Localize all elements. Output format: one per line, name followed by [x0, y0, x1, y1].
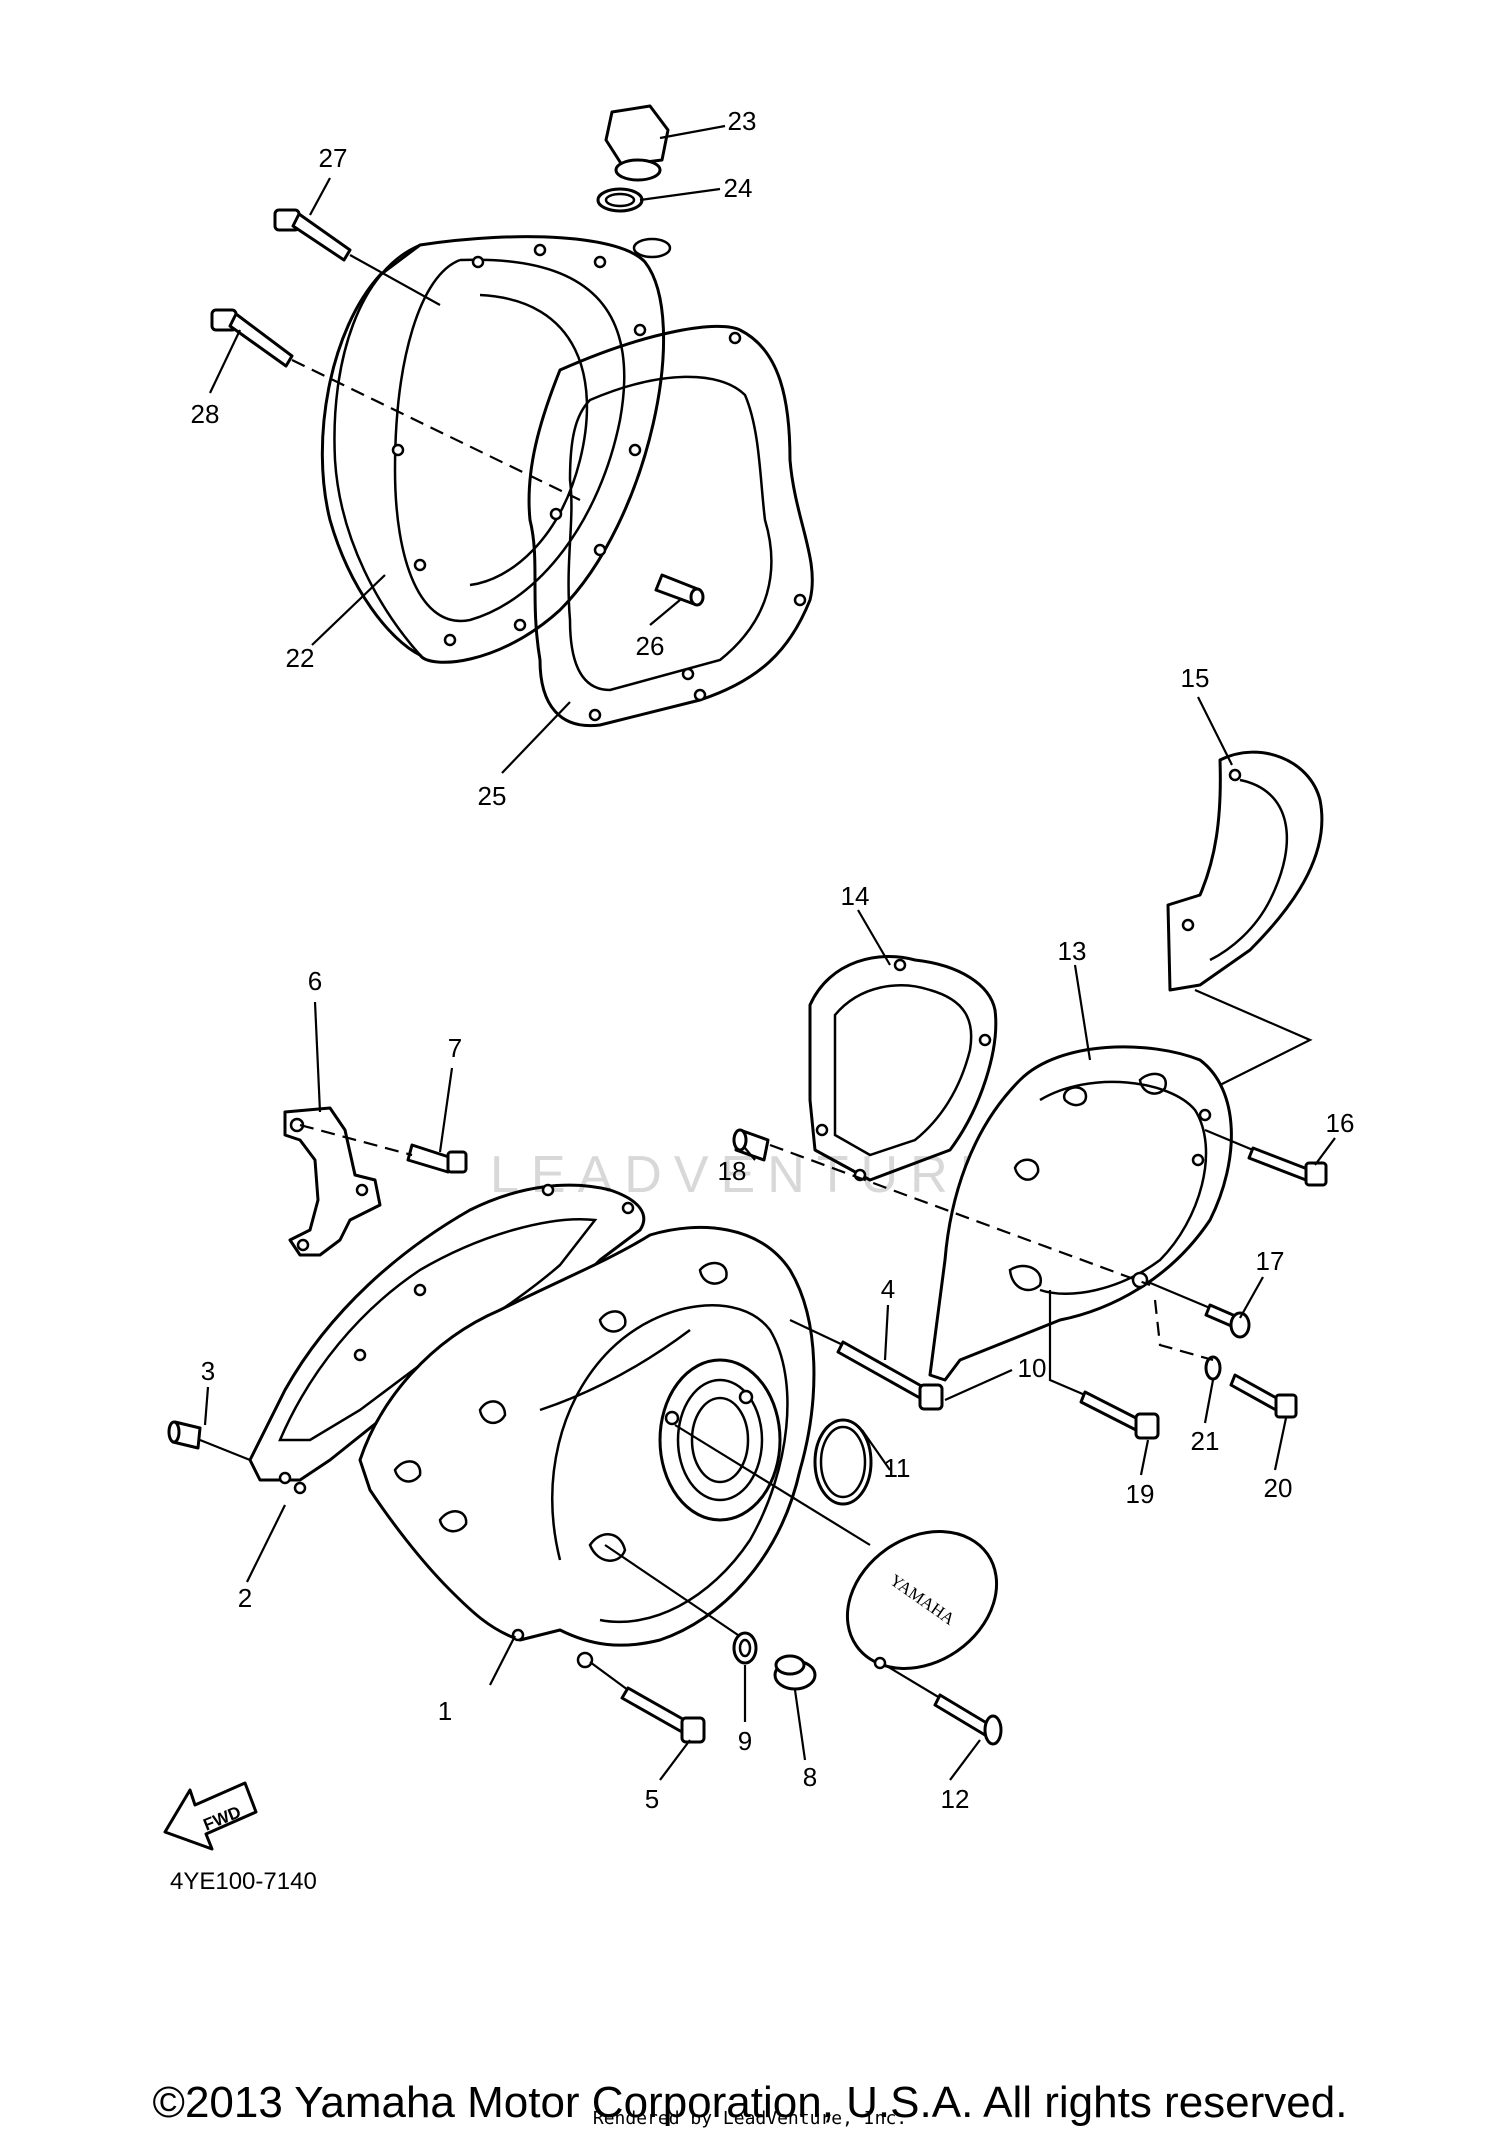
callout-21: 21: [1191, 1426, 1220, 1456]
part-10-point-cover: YAMAHA: [845, 1530, 999, 1670]
part-16-bolt: [1247, 1146, 1328, 1187]
diagram-code: 4YE100-7140: [170, 1868, 317, 1895]
callout-13: 13: [1058, 936, 1087, 966]
part-13-side-cover: [928, 1045, 1233, 1382]
part-20-bolt: [1229, 1373, 1298, 1419]
part-7-bolt: [406, 1143, 468, 1174]
assembly-line-18: [769, 1143, 1151, 1287]
part-8-plug: [773, 1654, 817, 1691]
callout-14: 14: [841, 881, 870, 911]
rendered-by-note: Rendered by LeadVenture, Inc.: [592, 2108, 908, 2129]
part-9-washer: [732, 1631, 758, 1665]
part-28-bolt: [210, 308, 294, 368]
assembly-line-4: [789, 1319, 844, 1346]
part-11-o-ring: [813, 1418, 873, 1506]
copyright-notice: ©2013 Yamaha Motor Corporation, U.S.A. A…: [152, 2078, 1348, 2127]
part-15-cover: [1166, 750, 1324, 992]
assembly-line-12: [884, 1664, 941, 1699]
callout-22: 22: [286, 643, 315, 673]
assembly-line-27: [349, 254, 441, 306]
assembly-line-20-21: [1153, 1299, 1214, 1362]
part-24-o-ring: [596, 187, 644, 213]
part-22-crankcase-cover: [320, 235, 672, 664]
assembly-line-10: [674, 1424, 871, 1546]
callout-23: 23: [728, 106, 757, 136]
callout-12: 12: [941, 1784, 970, 1814]
part-14-gasket: [808, 954, 998, 1182]
callout-numbers: 1 2 3 4 5 6 7 8 9 10 11 12 13 14 15 16 1…: [191, 106, 1355, 1814]
callout-19: 19: [1126, 1479, 1155, 1509]
part-12-screw: [933, 1693, 1003, 1746]
callout-10: 10: [1018, 1353, 1047, 1383]
callout-2: 2: [238, 1583, 252, 1613]
callout-7: 7: [448, 1033, 462, 1063]
assembly-line-5: [589, 1661, 629, 1691]
callout-26: 26: [636, 631, 665, 661]
part-23-oil-filler-cap: [604, 104, 670, 182]
callout-28: 28: [191, 399, 220, 429]
callout-11: 11: [884, 1453, 911, 1483]
part-6-bracket: [283, 1106, 382, 1257]
fwd-arrow-icon: FWD: [163, 1781, 258, 1851]
callout-27: 27: [319, 143, 348, 173]
part-17-bolt: [1204, 1303, 1251, 1339]
callout-1: 1: [438, 1696, 452, 1726]
part-25-gasket: [527, 324, 814, 728]
part-19-bolt: [1079, 1390, 1160, 1440]
assembly-line-19: [1048, 1290, 1086, 1397]
callout-6: 6: [308, 966, 322, 996]
callout-24: 24: [724, 173, 753, 203]
part-26-dowel-pin: [654, 573, 705, 607]
part-5-bolt: [620, 1686, 706, 1744]
callout-3: 3: [201, 1356, 215, 1386]
assembly-line-28: [291, 359, 581, 501]
callout-20: 20: [1264, 1473, 1293, 1503]
callout-25: 25: [478, 781, 507, 811]
callout-leaders: [203, 124, 1336, 1781]
part-3-dowel-pin: [167, 1420, 202, 1450]
assembly-line-9: [604, 1544, 739, 1636]
assembly-line-17: [1147, 1280, 1211, 1310]
part-1-crankcase-cover: [358, 1225, 816, 1669]
assembly-line-6-7: [299, 1123, 413, 1157]
callout-5: 5: [645, 1784, 659, 1814]
part-4-bolt: [836, 1340, 944, 1411]
part-18-dowel-pin: [732, 1128, 770, 1162]
part-21-washer: [1204, 1355, 1222, 1381]
assembly-line-16: [1204, 1128, 1254, 1152]
callout-16: 16: [1326, 1108, 1355, 1138]
assembly-line-3: [199, 1438, 251, 1462]
callout-4: 4: [881, 1274, 895, 1304]
assembly-line-15: [1194, 988, 1313, 1086]
part-27-bolt: [273, 208, 352, 262]
leadventure-watermark: LEADVENTURE: [490, 1146, 1007, 1204]
callout-15: 15: [1181, 663, 1210, 693]
callout-17: 17: [1256, 1246, 1285, 1276]
callout-8: 8: [803, 1762, 817, 1792]
callout-9: 9: [738, 1726, 752, 1756]
callout-18: 18: [718, 1156, 747, 1186]
